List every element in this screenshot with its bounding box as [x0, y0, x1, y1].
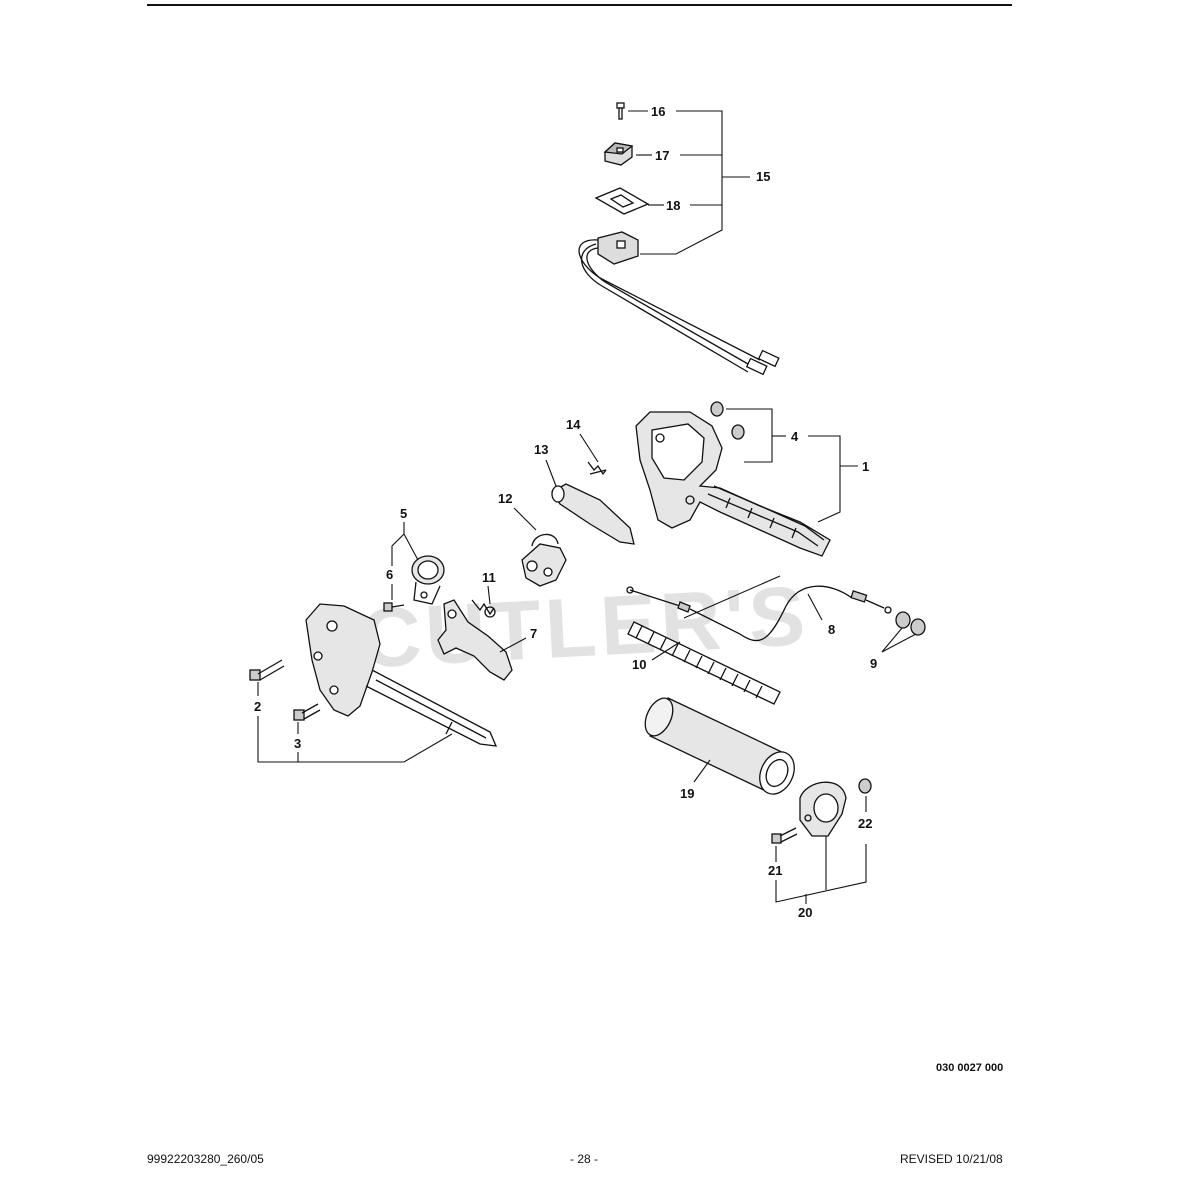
part-7-throttle-trigger	[437, 599, 513, 681]
top-rule	[147, 4, 1012, 6]
callout-22: 22	[858, 816, 872, 831]
part-19-grip	[644, 697, 795, 795]
callout-19: 19	[680, 786, 694, 801]
part-15-switch-harness	[578, 231, 780, 376]
watermark-text: CUTLER'S	[358, 568, 811, 685]
callout-20: 20	[798, 905, 812, 920]
callout-15: 15	[756, 169, 770, 184]
part-9-nuts	[895, 611, 926, 636]
part-11-spring	[471, 599, 496, 618]
footer-page-number: - 28 -	[570, 1152, 599, 1166]
part-21-bolt	[771, 827, 798, 844]
footer-revised-date: REVISED 10/21/08	[900, 1152, 1003, 1166]
callout-3: 3	[294, 736, 301, 751]
callout-21: 21	[768, 863, 782, 878]
callout-1: 1	[862, 459, 869, 474]
part-16-screw	[616, 102, 625, 120]
leader-lines	[257, 110, 917, 904]
part-6-screw	[383, 602, 405, 612]
part-13-lockout-lever	[551, 483, 635, 545]
part-3-bolt	[293, 703, 321, 721]
callout-8: 8	[828, 622, 835, 637]
callout-6: 6	[386, 567, 393, 582]
part-12-throttle-clip	[521, 533, 567, 587]
callout-9: 9	[870, 656, 877, 671]
front-handle-housing	[305, 603, 498, 747]
callout-17: 17	[655, 148, 669, 163]
part-22-nut	[858, 778, 872, 794]
part-2-bolt	[249, 659, 285, 681]
callout-2: 2	[254, 699, 261, 714]
callout-10: 10	[632, 657, 646, 672]
callout-7: 7	[530, 626, 537, 641]
callout-13: 13	[534, 442, 548, 457]
footer-doc-number: 99922203280_260/05	[147, 1152, 264, 1166]
part-1-rear-handle	[635, 411, 831, 557]
part-10-cable-sleeve	[627, 621, 781, 705]
part-18-gasket	[594, 187, 650, 215]
part-8-throttle-cable	[626, 585, 892, 642]
callout-14: 14	[566, 417, 581, 432]
callout-18: 18	[666, 198, 680, 213]
part-14-spring	[587, 461, 607, 476]
part-4-nuts	[710, 401, 745, 440]
part-20-clamp	[799, 781, 847, 837]
part-17-block	[603, 142, 634, 166]
callout-4: 4	[791, 429, 799, 444]
part-5-clamp	[411, 555, 445, 605]
figure-code: 030 0027 000	[936, 1062, 1004, 1074]
callout-16: 16	[651, 104, 665, 119]
callout-11: 11	[482, 570, 496, 585]
callout-12: 12	[498, 491, 512, 506]
callout-5: 5	[400, 506, 407, 521]
